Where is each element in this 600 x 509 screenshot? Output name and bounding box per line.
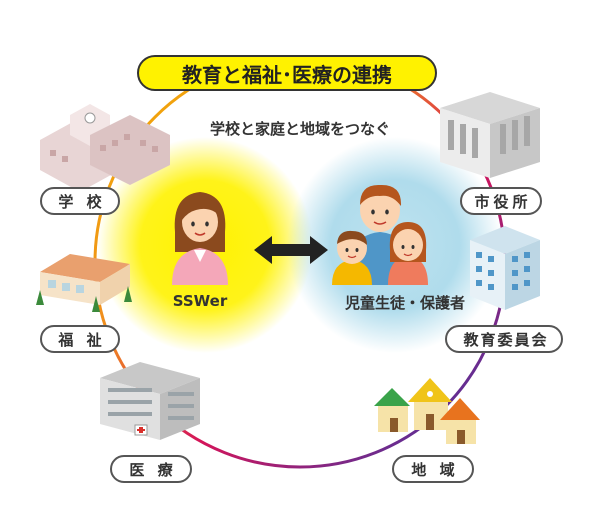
family-icon <box>332 184 428 285</box>
double-arrow-icon <box>254 236 328 264</box>
board-of-education-building-icon <box>470 226 540 310</box>
node-board-of-education-label: 教育委員会 <box>445 325 563 353</box>
node-medical-label: 医 療 <box>110 455 192 483</box>
sswer-label: SSWer <box>172 292 228 310</box>
node-welfare-label: 福 祉 <box>40 325 120 353</box>
title-banner: 教育と福祉･医療の連携 <box>137 55 437 91</box>
subtitle: 学校と家庭と地域をつなぐ <box>209 120 390 138</box>
sswer-person-icon <box>172 192 228 285</box>
community-houses-icon <box>374 378 480 444</box>
node-community-label: 地 域 <box>392 455 474 483</box>
family-label: 児童生徒・保護者 <box>344 294 465 312</box>
node-school-label: 学 校 <box>40 187 120 215</box>
welfare-facility-icon <box>36 254 132 312</box>
hospital-building-icon <box>100 362 200 440</box>
node-city-hall-label: 市役所 <box>460 187 542 215</box>
city-hall-building-icon <box>440 92 540 178</box>
school-building-icon <box>40 104 170 192</box>
